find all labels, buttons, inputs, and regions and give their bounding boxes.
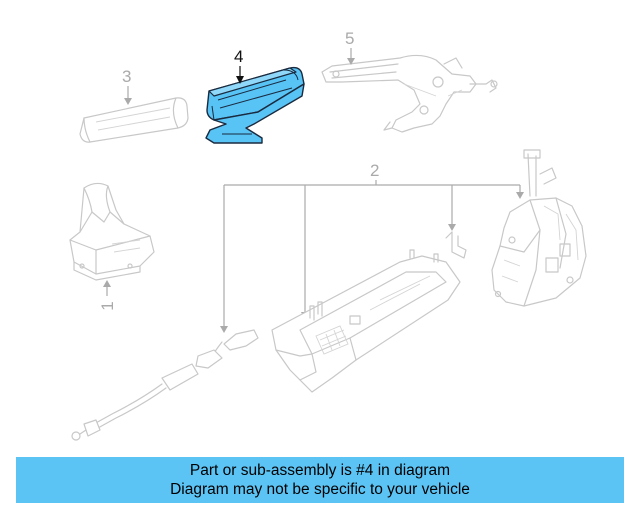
part-2-clip bbox=[445, 231, 467, 259]
svg-text:2: 2 bbox=[370, 161, 379, 180]
part-2-shifter-assembly bbox=[491, 149, 587, 307]
banner-line-1: Part or sub-assembly is #4 in diagram bbox=[189, 462, 451, 479]
part-3-handle-grip bbox=[79, 97, 189, 143]
callout-1: 1 bbox=[98, 280, 117, 311]
svg-text:4: 4 bbox=[234, 47, 243, 66]
info-banner: Part or sub-assembly is #4 in diagram Di… bbox=[16, 457, 624, 503]
part-4-highlighted-bracket bbox=[205, 66, 305, 144]
callout-3: 3 bbox=[122, 67, 132, 105]
callout-4: 4 bbox=[234, 47, 244, 84]
svg-text:1: 1 bbox=[98, 301, 117, 310]
part-2-shift-cable bbox=[71, 329, 259, 441]
banner-line-2: Diagram may not be specific to your vehi… bbox=[170, 481, 470, 498]
part-5-brake-lever bbox=[321, 54, 498, 133]
part-2-console-tray bbox=[271, 249, 461, 393]
callout-5: 5 bbox=[345, 29, 355, 65]
svg-text:3: 3 bbox=[122, 67, 131, 86]
svg-text:5: 5 bbox=[345, 29, 354, 48]
part-1-shift-knob bbox=[69, 182, 155, 281]
